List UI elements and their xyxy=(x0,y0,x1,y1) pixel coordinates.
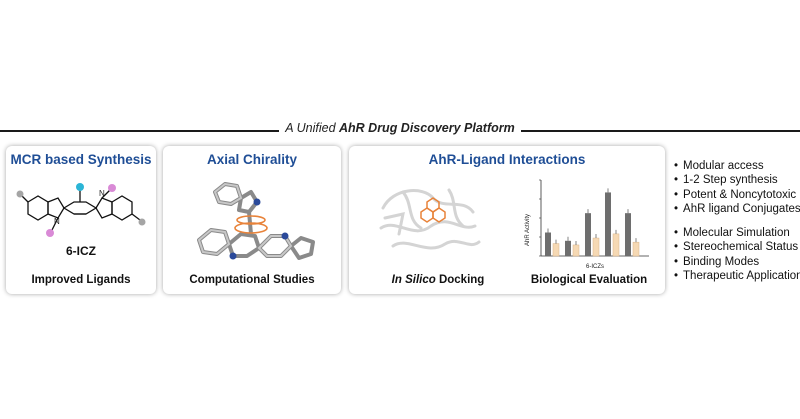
svg-text:N: N xyxy=(99,189,105,198)
feature-item: Modular access xyxy=(674,159,800,173)
bio-caption: Biological Evaluation xyxy=(530,274,648,286)
banner-title: A Unified AhR Drug Discovery Platform xyxy=(0,121,800,135)
feature-item: Potent & Noncytotoxic xyxy=(674,188,800,202)
docking-caption: In Silico Docking xyxy=(373,274,503,286)
axial-chirality-model xyxy=(197,182,315,260)
nitrogen-atom-3 xyxy=(281,232,289,240)
chart-bar xyxy=(585,213,591,256)
chart-bar xyxy=(565,240,571,256)
chart-xlabel: 6-ICZs xyxy=(586,264,604,270)
substituent-dot-pink-top xyxy=(108,184,116,192)
substituent-dot-cyan xyxy=(76,183,84,191)
chart-bar xyxy=(552,243,560,257)
chirality-axis-ellipse-top xyxy=(236,215,266,225)
docking-caption-rest: Docking xyxy=(435,274,485,286)
chart-bar xyxy=(605,192,611,256)
docking-caption-italic: In Silico xyxy=(391,274,436,286)
chart-bar xyxy=(592,237,600,257)
substituent-dot-gray-right xyxy=(138,218,146,226)
nitrogen-atom-2 xyxy=(229,252,237,260)
nitrogen-atom-1 xyxy=(253,198,261,206)
chart-bar xyxy=(632,241,640,257)
feature-item: Molecular Simulation xyxy=(674,226,800,240)
indolocarbazole-structure: N N xyxy=(16,183,146,237)
substituent-dot-pink-bottom xyxy=(46,229,54,237)
banner-title-prefix: A Unified xyxy=(285,121,339,135)
banner-title-bold: AhR Drug Discovery Platform xyxy=(339,121,515,135)
feature-item: Therapeutic Application xyxy=(674,269,800,283)
feature-list: Modular access 1-2 Step synthesis Potent… xyxy=(674,159,800,283)
synthesis-caption: Improved Ligands xyxy=(31,274,131,286)
ahr-activity-bar-chart: AhR Activity 6-ICZs xyxy=(525,179,649,270)
interactions-panel: AhR-Ligand Interactions AhR Activity 6-I… xyxy=(349,146,665,294)
substituent-dot-gray-left xyxy=(16,190,24,198)
chirality-panel: Axial Chirality Computational Studies xyxy=(163,146,341,294)
compound-label: 6-ICZ xyxy=(66,244,96,258)
feature-item: AhR ligand Conjugates xyxy=(674,202,800,216)
chart-ylabel: AhR Activity xyxy=(525,214,531,246)
chart-bar xyxy=(625,213,631,256)
chirality-axis-ellipse-bottom xyxy=(234,222,268,234)
synthesis-panel: MCR based Synthesis N N 6-ICZ xyxy=(6,146,156,294)
chirality-panel-title: Axial Chirality xyxy=(206,152,298,167)
feature-item: Binding Modes xyxy=(674,255,800,269)
feature-item: Stereochemical Status xyxy=(674,240,800,254)
chart-bar xyxy=(545,232,551,256)
protein-docking-model xyxy=(379,188,481,250)
chirality-caption: Computational Studies xyxy=(189,274,315,286)
feature-item: 1-2 Step synthesis xyxy=(674,173,800,187)
chart-bar xyxy=(572,244,580,257)
chart-bar xyxy=(612,233,620,257)
list-spacer xyxy=(674,216,800,226)
synthesis-panel-title: MCR based Synthesis xyxy=(10,152,152,167)
svg-text:N: N xyxy=(54,217,60,226)
interactions-panel-title: AhR-Ligand Interactions xyxy=(428,152,586,167)
